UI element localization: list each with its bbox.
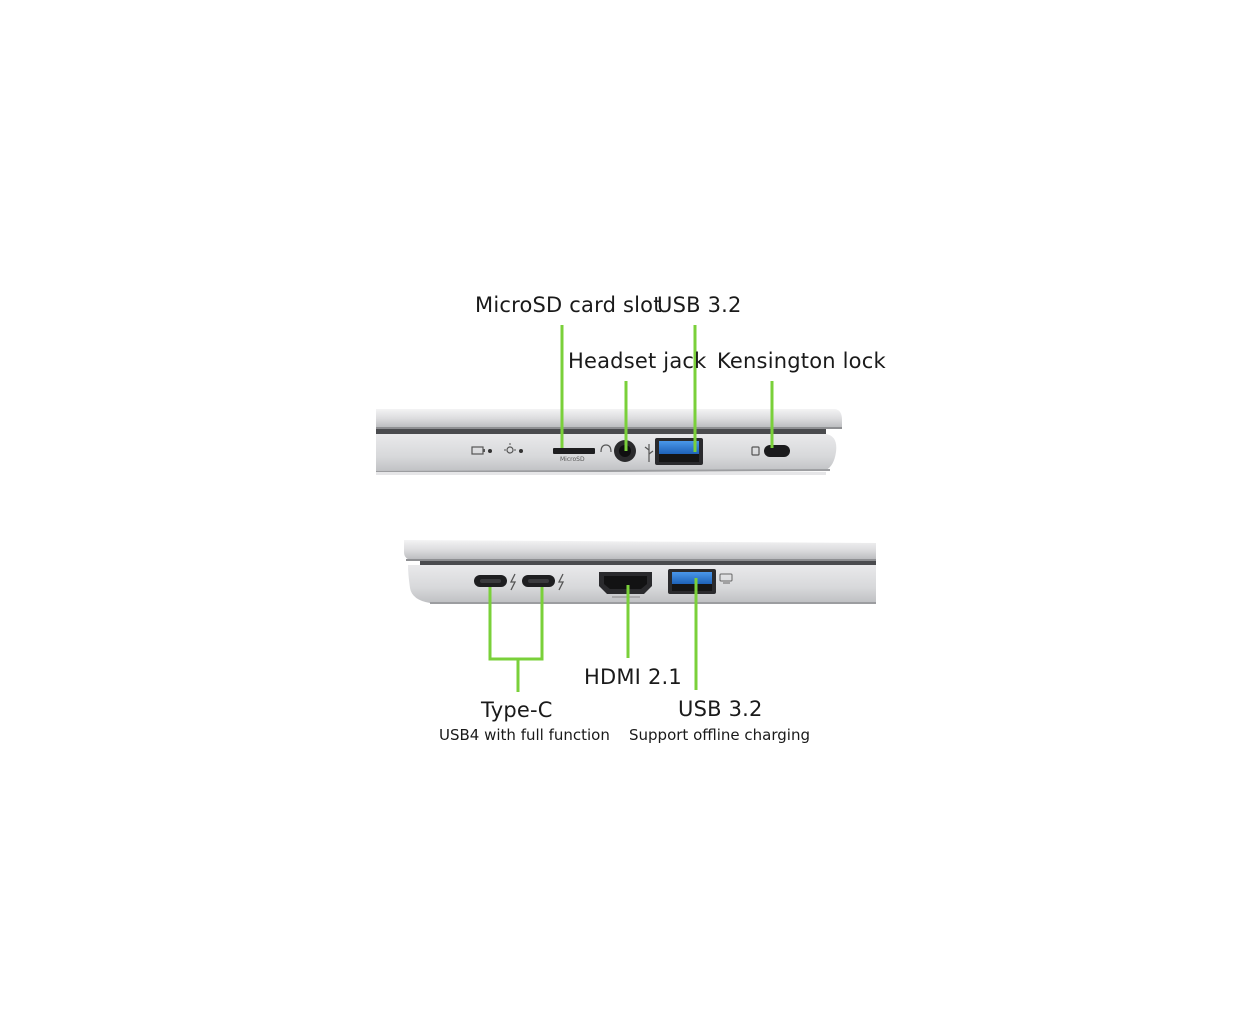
base-edge [376, 434, 837, 472]
battery-indicator-icon [471, 446, 492, 455]
sublabel-type-c: USB4 with full function [439, 726, 610, 744]
thunderbolt-icon [509, 573, 517, 591]
lock-icon [751, 446, 760, 456]
microsd-marking: MicroSD [560, 456, 585, 463]
label-microsd-card-slot: MicroSD card slot [475, 293, 662, 317]
label-type-c: Type-C [481, 698, 553, 722]
microsd-slot: MicroSD [553, 448, 595, 463]
laptop-bottom-side-view [404, 540, 876, 692]
headset-icon [600, 444, 612, 453]
usb-icon [644, 444, 654, 462]
power-light-icon [504, 443, 523, 454]
label-headset-jack: Headset jack [568, 349, 707, 373]
lid-edge [376, 409, 842, 428]
type-c-port-1 [474, 573, 517, 591]
hdmi-port [599, 572, 652, 598]
label-usb-bottom: USB 3.2 [678, 697, 763, 721]
label-usb-top: USB 3.2 [657, 293, 742, 317]
usb-a-port-top [655, 438, 703, 465]
sublabel-usb-bottom: Support offline charging [629, 726, 810, 744]
lid-edge [404, 540, 876, 560]
thunderbolt-icon [557, 573, 565, 591]
label-kensington-lock: Kensington lock [717, 349, 886, 373]
laptop-top-side-view: MicroSD [375, 325, 842, 475]
usb-charging-icon [719, 573, 733, 584]
callout-type-c-bracket [488, 587, 544, 661]
usb-a-port-bottom [668, 569, 733, 594]
label-hdmi: HDMI 2.1 [584, 665, 682, 689]
type-c-port-2 [522, 573, 565, 591]
